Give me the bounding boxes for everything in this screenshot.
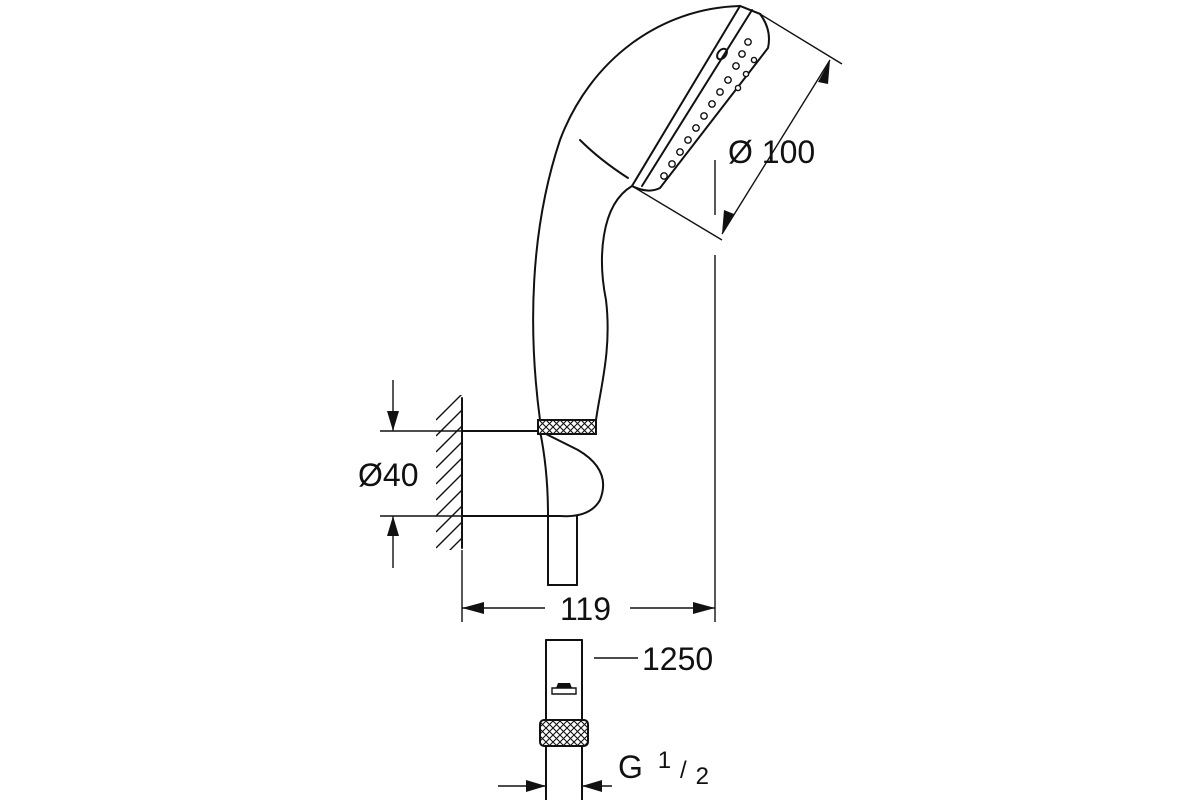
dim-projection — [461, 255, 716, 622]
hose-nut — [539, 719, 589, 747]
projection-label: 119 — [560, 591, 611, 627]
thread-denominator: 2 — [696, 763, 709, 790]
hose-upper — [547, 511, 578, 586]
thread-label: G 1 / 2 — [618, 739, 709, 790]
wall-hatching — [436, 395, 463, 550]
head-diameter-label: Ø 100 — [728, 134, 815, 170]
wall-holder — [461, 430, 605, 518]
hand-shower — [532, 4, 770, 421]
thread-main: G — [618, 749, 643, 785]
nozzles — [660, 38, 758, 180]
dim-head-diameter — [631, 13, 843, 241]
dim-holder-diameter — [380, 380, 462, 568]
dim-thread — [498, 780, 612, 792]
handle-collar — [537, 419, 597, 435]
thread-slash: / — [680, 757, 687, 784]
holder-diameter-label: Ø40 — [358, 457, 418, 493]
hose-lower — [539, 639, 589, 800]
hose-length-label: 1250 — [642, 641, 713, 677]
thread-numerator: 1 — [658, 747, 671, 774]
